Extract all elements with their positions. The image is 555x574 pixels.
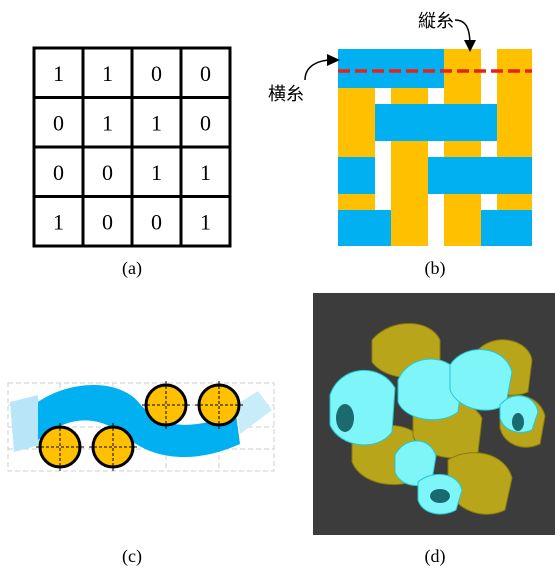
weft-yarn-cross-section [38, 385, 240, 458]
matrix-cell-value: 0 [53, 160, 64, 185]
matrix-cell-value: 1 [53, 61, 64, 86]
caption-a: (a) [122, 258, 142, 279]
matrix-cell-value: 0 [200, 61, 211, 86]
matrix-cell-value: 1 [151, 160, 162, 185]
warp-circle [89, 423, 137, 471]
panel-b: 縦糸 横糸 (b) [268, 11, 532, 279]
weft-fade-right [236, 391, 272, 434]
panel-d: (d) [313, 293, 555, 567]
weft-thread [338, 210, 391, 246]
weft-thread [391, 49, 444, 88]
matrix-cell-value: 0 [151, 61, 162, 86]
warp-yarn-circles [36, 381, 243, 471]
weft-thread [338, 157, 375, 194]
warp-label: 縦糸 [418, 11, 454, 32]
matrix-cell-value: 1 [53, 209, 64, 234]
matrix-cell-value: 1 [200, 160, 211, 185]
matrix-cell-value: 0 [151, 209, 162, 234]
matrix-cell-value: 1 [102, 110, 113, 135]
matrix-cell-value: 0 [102, 160, 113, 185]
matrix-cell-value: 1 [200, 209, 211, 234]
caption-d: (d) [425, 546, 446, 567]
matrix-cell-value: 1 [102, 61, 113, 86]
weft-fade-left [10, 395, 40, 452]
weft-thread [481, 210, 532, 246]
warp-arrowhead [464, 40, 476, 52]
warp-thread [444, 49, 481, 246]
weft-label: 横糸 [268, 84, 304, 105]
weft-thread [428, 157, 532, 194]
matrix-cell-value: 0 [200, 110, 211, 135]
warp-circle [36, 423, 84, 471]
matrix-cell-value: 0 [53, 110, 64, 135]
warp-circle [142, 381, 190, 429]
matrix-cell-value: 0 [102, 209, 113, 234]
panel-c: (c) [7, 381, 275, 567]
panel-a: 1 1 0 0 0 1 1 0 0 0 1 1 1 0 0 1 (a) [32, 46, 232, 279]
matrix-grid [34, 48, 230, 246]
weft-thread [375, 104, 497, 141]
caption-b: (b) [425, 258, 446, 279]
matrix-cell-value: 1 [151, 110, 162, 135]
matrix-cells: 1 1 0 0 0 1 1 0 0 0 1 1 1 0 0 1 [53, 61, 211, 235]
warp-circle [195, 381, 243, 429]
tube-openings [336, 404, 524, 503]
weft-thread [338, 49, 391, 88]
caption-c: (c) [122, 546, 142, 567]
weft-arrowhead [327, 54, 340, 66]
